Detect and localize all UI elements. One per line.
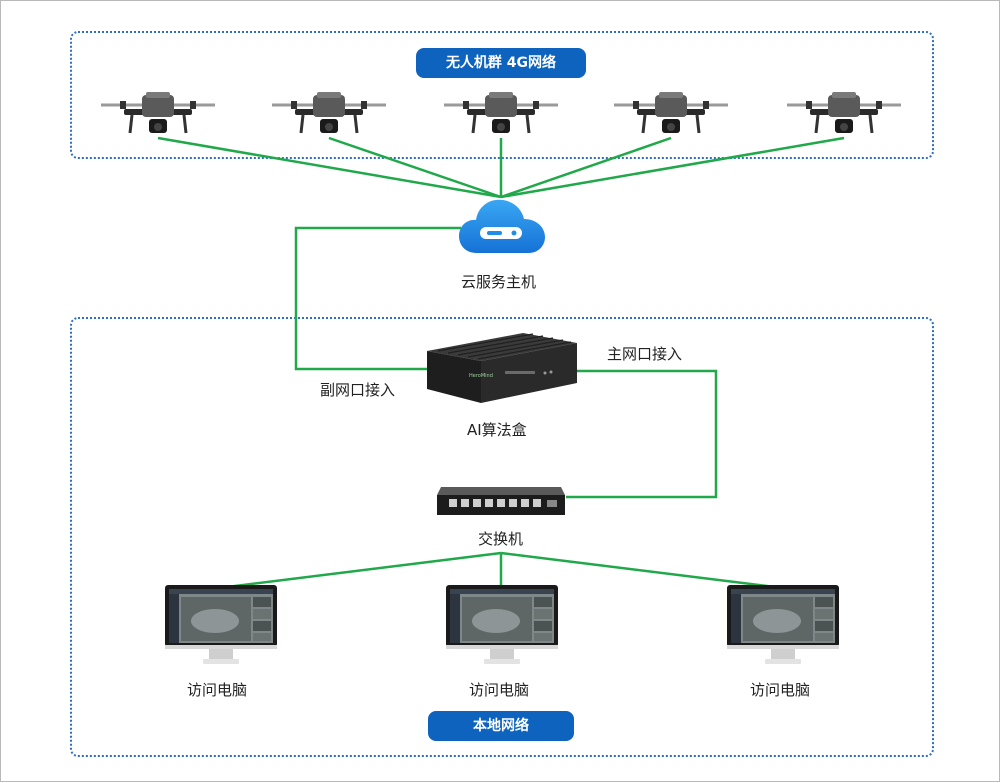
drone-icon (614, 92, 728, 134)
drone-icon (272, 92, 386, 134)
ai-to-switch-link (566, 369, 718, 499)
drone-link-1 (157, 136, 502, 199)
local-network-zone (70, 317, 934, 757)
drone-link-5 (500, 136, 845, 199)
drone-icon (101, 92, 215, 134)
drone-link-4 (500, 136, 672, 199)
cloud-server-icon (459, 199, 545, 253)
device-brand: HeroMind (469, 373, 493, 379)
drone-link-2 (328, 136, 502, 199)
secondary-port-label: 副网口接入 (320, 381, 396, 399)
switch-to-pc-3 (500, 551, 784, 590)
ai-box-icon (427, 333, 577, 403)
switch-label: 交换机 (478, 530, 524, 548)
drone-icon (787, 92, 901, 134)
swarm-network-badge: 无人机群 4G网络 (416, 48, 586, 78)
local-network-badge: 本地网络 (428, 711, 574, 741)
ai-box-label: AI算法盒 (467, 421, 527, 439)
drone-icon (444, 92, 558, 134)
network-switch-icon (437, 487, 565, 515)
monitor-icon (727, 585, 839, 664)
primary-port-label: 主网口接入 (607, 345, 683, 363)
monitor-icon (165, 585, 277, 664)
switch-to-pc-1 (218, 551, 502, 590)
cloud-to-ai-link (294, 226, 461, 371)
cloud-server-label: 云服务主机 (461, 273, 537, 291)
monitor-icon (446, 585, 558, 664)
pc-label: 访问电脑 (469, 681, 530, 699)
pc-label: 访问电脑 (187, 681, 248, 699)
pc-label: 访问电脑 (750, 681, 811, 699)
